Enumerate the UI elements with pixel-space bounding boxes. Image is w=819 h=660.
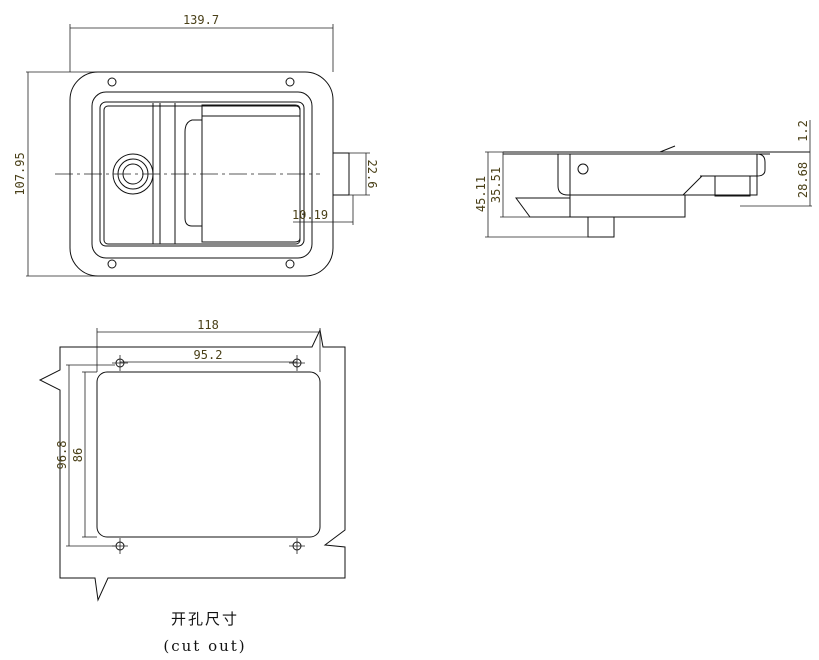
- dim-bolt: 22.6: [365, 160, 379, 189]
- caption-english: (cut out): [163, 637, 247, 655]
- caption-chinese: 开孔尺寸: [170, 610, 239, 628]
- dim-flange: 1.2: [796, 120, 810, 142]
- dim-hole-spacing: 95.2: [194, 348, 223, 362]
- dim-outer-height: 96.8: [55, 441, 69, 470]
- side-view: 45.11 35.51 1.2 28.68: [474, 120, 812, 238]
- front-view: 139.7 107.95 22.6 10.19: [13, 13, 379, 277]
- dim-body-depth: 35.51: [489, 167, 503, 203]
- dim-outer-width: 118: [197, 318, 219, 332]
- mounting-holes: [112, 355, 305, 554]
- dim-total-depth: 45.11: [474, 176, 488, 212]
- dim-inner-height: 86: [71, 448, 85, 462]
- dim-bolt-offset: 10.19: [292, 208, 328, 222]
- dim-height: 107.95: [13, 152, 27, 195]
- dim-width: 139.7: [183, 13, 219, 27]
- dim-bolt-depth: 28.68: [796, 162, 810, 198]
- cutout-view: 118 95.2 96.8 86: [38, 318, 346, 602]
